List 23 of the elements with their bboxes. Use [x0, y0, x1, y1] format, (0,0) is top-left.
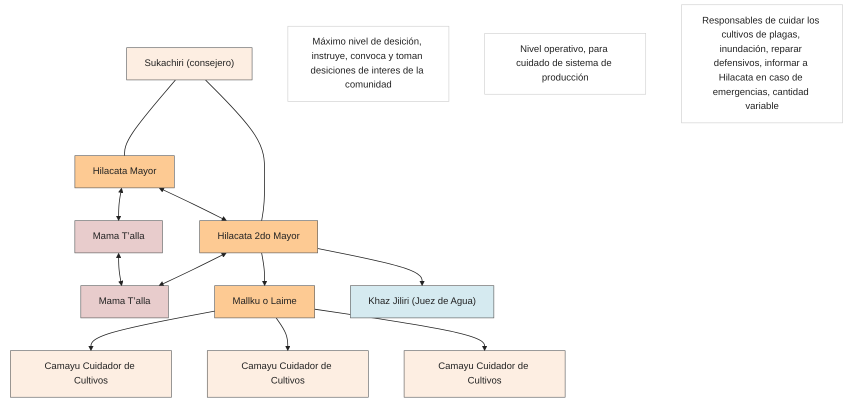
arrow [116, 188, 124, 221]
node-box: Responsables de cuidar los cultivos de plagas, inundación, reparar defensivos, informar a Hilacata en caso de emergencias, cantidad variable [681, 4, 843, 124]
node-box: Khaz Jiliri (Juez de Agua) [350, 285, 494, 318]
arrow [276, 318, 290, 351]
connector [205, 80, 266, 222]
arrow [88, 310, 216, 351]
node-box: Máximo nivel de desición, instruye, convoca y toman desiciones de interes de la comunidad [288, 26, 450, 102]
node-box: Camayu Cuidador de Cultivos [404, 350, 566, 398]
arrow [116, 252, 124, 286]
arrow [261, 252, 268, 286]
node-box: Mama T’alla [80, 285, 169, 318]
arrow [158, 188, 227, 221]
node-box: Camayu Cuidador de Cultivos [10, 350, 172, 398]
node-box: Nivel operativo, para cuidado de sistema de producción [484, 33, 646, 95]
node-box: Hilacata Mayor [74, 155, 175, 188]
arrow [317, 248, 425, 286]
node-box: Mama T’alla [74, 220, 163, 254]
node-box: Camayu Cuidador de Cultivos [206, 350, 369, 398]
node-box: Hilacata 2do Mayor [199, 220, 318, 254]
node-box: Mallku o Laime [214, 285, 315, 318]
arrow [158, 252, 227, 286]
node-box: Sukachiri (consejero) [126, 47, 252, 80]
connector [124, 80, 176, 156]
